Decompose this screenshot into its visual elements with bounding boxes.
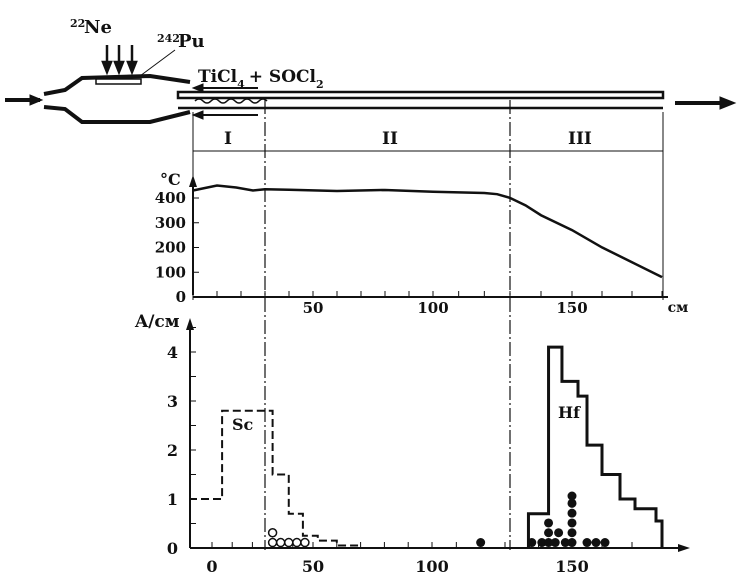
y-axis-arrow-icon [186, 318, 194, 330]
y-tick-label: 1 [167, 490, 178, 509]
apparatus-schematic [5, 45, 737, 300]
histogram-sc [189, 409, 362, 548]
heater-coil [194, 98, 268, 104]
filled-point [527, 538, 537, 548]
filled-point [567, 538, 577, 548]
filled-point [537, 538, 547, 548]
filled-point [476, 538, 486, 548]
open-point [300, 537, 310, 548]
x-tick-label: 50 [303, 299, 324, 317]
column-tube-top [176, 90, 665, 100]
gas-label: TiCl4+ SOCl2 [198, 67, 324, 91]
y-tick-label: 300 [155, 214, 186, 232]
y-tick-label: 0 [167, 539, 178, 558]
chamber-top [43, 73, 191, 96]
filled-point [591, 538, 601, 548]
open-point [284, 537, 294, 548]
y-tick-label: 0 [176, 288, 186, 306]
filled-point [567, 498, 577, 508]
x-axis-arrow-icon [678, 544, 690, 552]
filled-point [582, 538, 592, 548]
filled-point [550, 538, 560, 548]
chamber-bottom [43, 105, 191, 124]
filled-point [567, 528, 577, 538]
filled-point [544, 518, 554, 528]
beam-arrows [101, 45, 138, 76]
open-point [267, 537, 278, 548]
x-tick-label: 150 [556, 299, 587, 317]
zone-label-1: I [224, 129, 232, 149]
beam-mass: 22 [70, 17, 85, 30]
filled-point [554, 528, 564, 538]
filled-point [600, 538, 610, 548]
x-tick-label: 100 [415, 557, 448, 576]
y-axis-label-activity: A/см [134, 312, 180, 332]
outflow-arrowhead-icon [719, 96, 737, 110]
temperature-curve [192, 184, 663, 279]
series-label-sc: Sc [232, 415, 254, 434]
open-point [292, 537, 302, 548]
target-label: Pu [178, 31, 205, 52]
y-tick-label: 3 [167, 392, 178, 411]
inflow-arrowhead-icon [29, 94, 44, 106]
filled-point [560, 538, 570, 548]
x-tick-label: 150 [555, 557, 588, 576]
y-tick-label: 2 [167, 441, 178, 460]
open-point [275, 537, 286, 548]
open-point [267, 528, 278, 538]
y-tick-label: 400 [155, 189, 186, 207]
y-tick-label: 4 [167, 343, 178, 362]
x-tick-label: 100 [417, 299, 448, 317]
zone-label-3: III [568, 129, 592, 149]
filled-point [567, 518, 577, 528]
zone-label-2: II [382, 129, 398, 149]
y-tick-label: 200 [155, 239, 186, 257]
histogram-hf [526, 345, 664, 548]
y-tick-label: 100 [155, 263, 186, 281]
filled-point [544, 528, 554, 538]
x-tick-label: 50 [302, 557, 324, 576]
target-pointer [139, 49, 176, 77]
filled-point [567, 508, 577, 518]
y-axis-arrow-icon [189, 175, 197, 187]
filled-point [567, 491, 577, 501]
target-foil [95, 78, 142, 85]
series-label-hf: Hf [558, 403, 581, 422]
y-axis-label-temperature: °C [160, 170, 181, 189]
x-axis-unit-label: см [668, 300, 689, 316]
gas-inflow-arrow-icon [191, 83, 204, 93]
beam-label: Ne [84, 17, 112, 38]
x-tick-label: 0 [206, 557, 217, 576]
filled-point [544, 538, 554, 548]
zone-dimension-lines [192, 112, 664, 300]
gas-inflow-arrow-icon [191, 110, 204, 120]
target-mass: 242 [157, 32, 180, 45]
